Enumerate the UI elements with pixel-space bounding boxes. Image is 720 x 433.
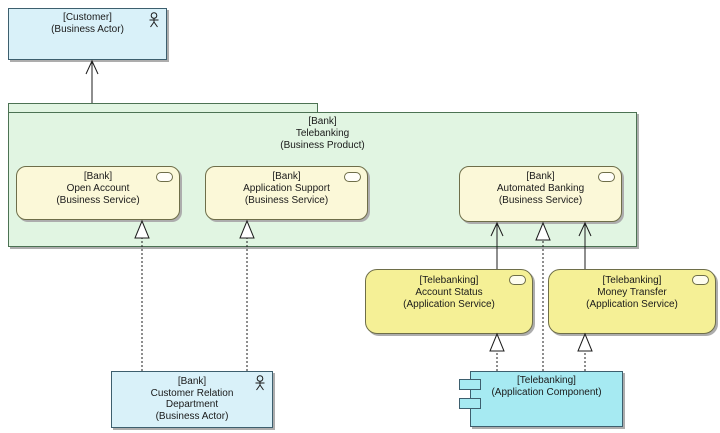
business-actor-icon (255, 375, 265, 391)
element-label-line: (Business Service) (498, 194, 583, 206)
element-automated-banking-business-service[interactable]: [Bank] Automated Banking (Business Servi… (459, 166, 622, 222)
element-label-line: Application Support (243, 182, 330, 194)
element-application-support-business-service[interactable]: [Bank] Application Support (Business Ser… (205, 166, 368, 220)
element-label-line: [Customer] (63, 12, 112, 23)
element-label-line: Customer Relation (150, 387, 234, 399)
service-oval-icon (156, 172, 173, 182)
element-label-line: (Application Service) (403, 298, 495, 310)
element-account-status-application-service[interactable]: [Telebanking] Account Status (Applicatio… (365, 269, 533, 334)
element-label-line: (Application Component) (491, 386, 602, 398)
service-oval-icon (344, 172, 361, 182)
element-label-line: (Business Service) (244, 194, 329, 206)
element-label-line: Automated Banking (496, 182, 585, 194)
realization-component-to-money-transfer (577, 332, 593, 371)
service-oval-icon (692, 275, 709, 285)
element-label-line: [Bank] (177, 376, 207, 387)
element-label-line: [Bank] (272, 171, 301, 182)
element-label-line: Department (165, 399, 219, 411)
serving-product-to-customer (85, 59, 99, 103)
business-actor-icon (149, 12, 159, 28)
element-label-line: [Telebanking] (419, 275, 479, 286)
element-label-line: Open Account (66, 182, 130, 194)
element-label-line: (Application Service) (586, 298, 678, 310)
element-label-line: (Business Service) (56, 194, 140, 206)
component-icon (459, 398, 481, 409)
element-label-line: [Telebanking] (517, 375, 576, 386)
element-label-line: Account Status (415, 286, 483, 298)
element-label-line: [Bank] (83, 171, 113, 182)
element-money-transfer-application-service[interactable]: [Telebanking] Money Transfer (Applicatio… (548, 269, 716, 334)
service-oval-icon (598, 172, 615, 182)
element-label-line: (Business Product) (280, 139, 365, 151)
element-customer-relation-department-business-actor[interactable]: [Bank] Customer Relation Department (Bus… (111, 371, 273, 428)
element-label-line: Telebanking (295, 127, 350, 139)
element-label-line: [Telebanking] (602, 275, 662, 286)
element-label-line: Money Transfer (597, 286, 667, 298)
component-icon (459, 379, 481, 390)
element-open-account-business-service[interactable]: [Bank] Open Account (Business Service) (16, 166, 180, 220)
element-label-line: [Bank] (526, 171, 555, 182)
element-customer-business-actor[interactable]: [Customer] (Business Actor) (8, 8, 167, 60)
element-label-line: (Business Actor) (155, 410, 229, 422)
service-oval-icon (509, 275, 526, 285)
realization-component-to-account-status (489, 332, 505, 371)
element-telebanking-application-component[interactable]: [Telebanking] (Application Component) (470, 371, 623, 427)
element-label-line: (Business Actor) (51, 23, 124, 35)
element-label-line: [Bank] (308, 116, 337, 127)
